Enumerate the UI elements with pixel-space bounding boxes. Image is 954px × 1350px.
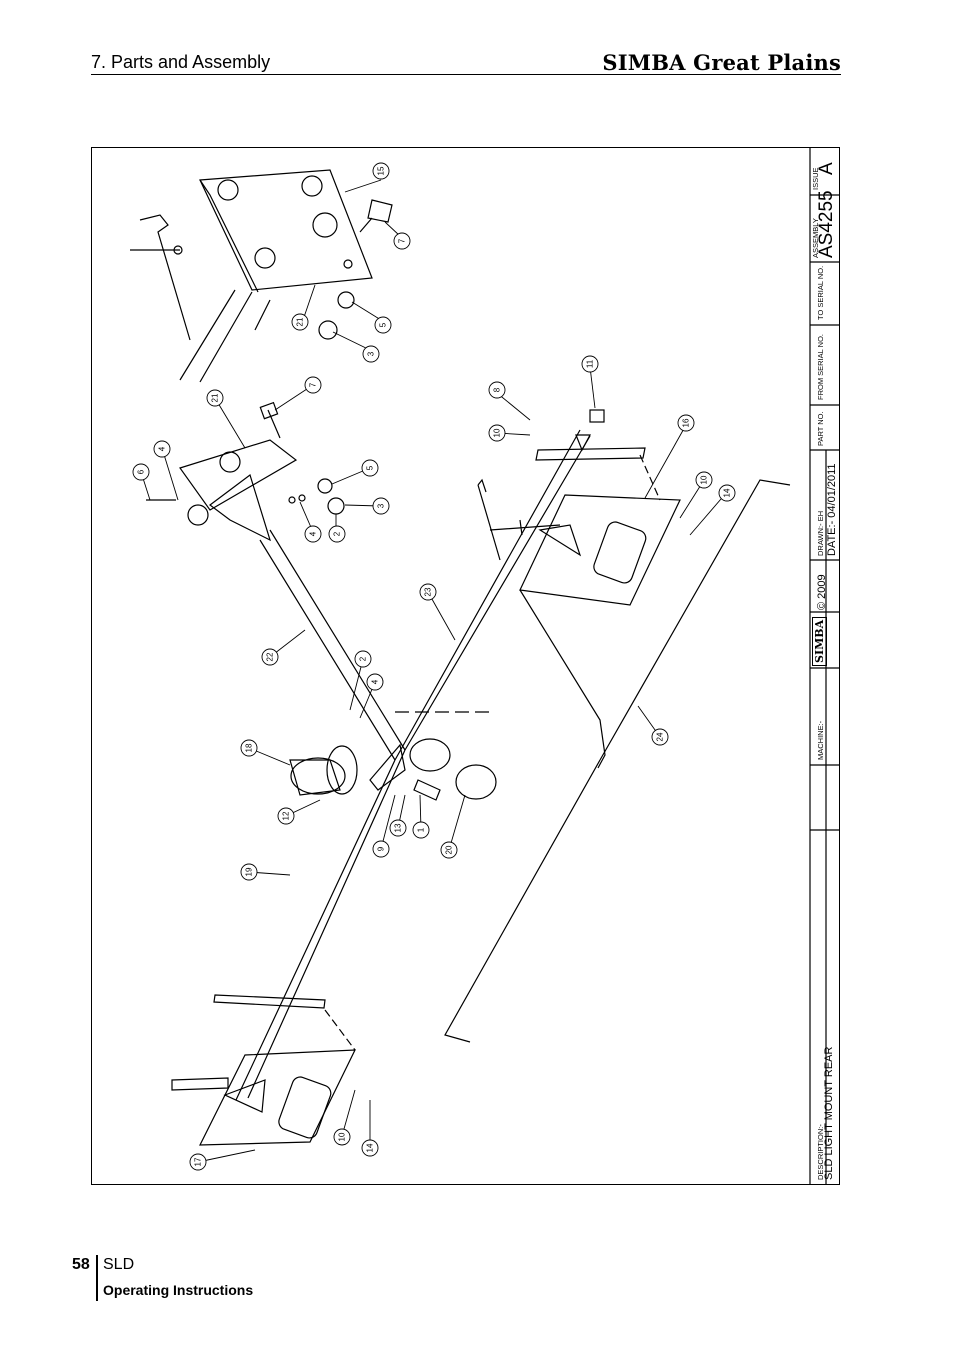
callout-label: 8	[493, 387, 502, 392]
footer-subtitle: Operating Instructions	[103, 1282, 254, 1298]
callout-label: 23	[424, 587, 433, 596]
description-value: SLD LIGHT MOUNT REAR	[823, 1046, 835, 1180]
callout-21: 21	[206, 389, 224, 407]
callout-18: 18	[240, 739, 258, 757]
callout-19: 19	[240, 863, 258, 881]
copyright: © 2009	[816, 574, 828, 610]
callout-10: 10	[695, 471, 713, 489]
callout-16: 16	[677, 414, 695, 432]
callout-4: 4	[304, 525, 322, 543]
callout-1: 1	[412, 821, 430, 839]
callout-15: 15	[372, 162, 390, 180]
callout-label: 18	[245, 743, 254, 752]
callout-label: 4	[158, 446, 167, 451]
callout-14: 14	[718, 484, 736, 502]
callout-7: 7	[393, 232, 411, 250]
footer-divider	[96, 1255, 98, 1301]
callout-label: 4	[371, 679, 380, 684]
assembly-number: AS4255	[816, 190, 837, 258]
drawing-date: DATE:- 04/01/2011	[826, 463, 838, 556]
callout-label: 9	[377, 846, 386, 851]
callout-12: 12	[277, 807, 295, 825]
callout-3: 3	[362, 345, 380, 363]
drawn-by: DRAWN:- EH	[816, 510, 825, 556]
header-divider	[91, 74, 841, 75]
footer-title: SLD	[103, 1256, 135, 1273]
callout-label: 19	[245, 867, 254, 876]
callout-3: 3	[372, 497, 390, 515]
callout-4: 4	[153, 440, 171, 458]
callout-label: 17	[194, 1157, 203, 1166]
callout-label: 14	[366, 1143, 375, 1152]
callout-label: 12	[282, 811, 291, 820]
callout-4: 4	[366, 673, 384, 691]
callout-label: 11	[586, 359, 595, 368]
callout-label: 15	[377, 166, 386, 175]
from-serial-label: FROM SERIAL NO.	[816, 334, 825, 400]
section-heading: 7. Parts and Assembly	[91, 52, 271, 72]
callout-label: 10	[338, 1132, 347, 1141]
callout-6: 6	[132, 463, 150, 481]
callout-13: 13	[389, 819, 407, 837]
callout-label: 24	[656, 732, 665, 741]
part-no-label: PART NO.	[816, 411, 825, 446]
callout-23: 23	[419, 583, 437, 601]
drawing-frame	[91, 147, 840, 1185]
callout-label: 7	[398, 238, 407, 243]
callout-label: 7	[309, 382, 318, 387]
callout-10: 10	[488, 424, 506, 442]
callout-2: 2	[354, 650, 372, 668]
callout-7: 7	[304, 376, 322, 394]
callout-24: 24	[651, 728, 669, 746]
callout-9: 9	[372, 840, 390, 858]
callout-label: 10	[700, 475, 709, 484]
to-serial-label: TO SERIAL NO.	[816, 265, 825, 320]
callout-label: 2	[333, 531, 342, 536]
callout-8: 8	[488, 381, 506, 399]
callout-21: 21	[291, 313, 309, 331]
simba-logo: SIMBA	[812, 616, 827, 666]
brand-logo: SIMBA Great Plains	[602, 50, 841, 75]
callout-label: 13	[394, 823, 403, 832]
callout-label: 21	[211, 393, 220, 402]
callout-label: 2	[359, 656, 368, 661]
callout-10: 10	[333, 1128, 351, 1146]
callout-label: 3	[367, 351, 376, 356]
callout-5: 5	[361, 459, 379, 477]
callout-22: 22	[261, 648, 279, 666]
callout-14: 14	[361, 1139, 379, 1157]
page-number: 58	[72, 1256, 90, 1273]
callout-label: 5	[379, 322, 388, 327]
callout-label: 4	[309, 531, 318, 536]
callout-11: 11	[581, 355, 599, 373]
callout-label: 20	[445, 845, 454, 854]
callout-label: 14	[723, 488, 732, 497]
callout-label: 5	[366, 465, 375, 470]
callout-20: 20	[440, 841, 458, 859]
callout-2: 2	[328, 525, 346, 543]
callout-label: 1	[417, 827, 426, 832]
callout-label: 3	[377, 503, 386, 508]
issue-value: A	[816, 162, 837, 175]
callout-label: 21	[296, 317, 305, 326]
callout-5: 5	[374, 316, 392, 334]
callout-label: 10	[493, 428, 502, 437]
callout-17: 17	[189, 1153, 207, 1171]
callout-label: 6	[137, 469, 146, 474]
callout-label: 22	[266, 652, 275, 661]
machine-label: MACHINE:-	[816, 720, 825, 760]
callout-label: 16	[682, 418, 691, 427]
